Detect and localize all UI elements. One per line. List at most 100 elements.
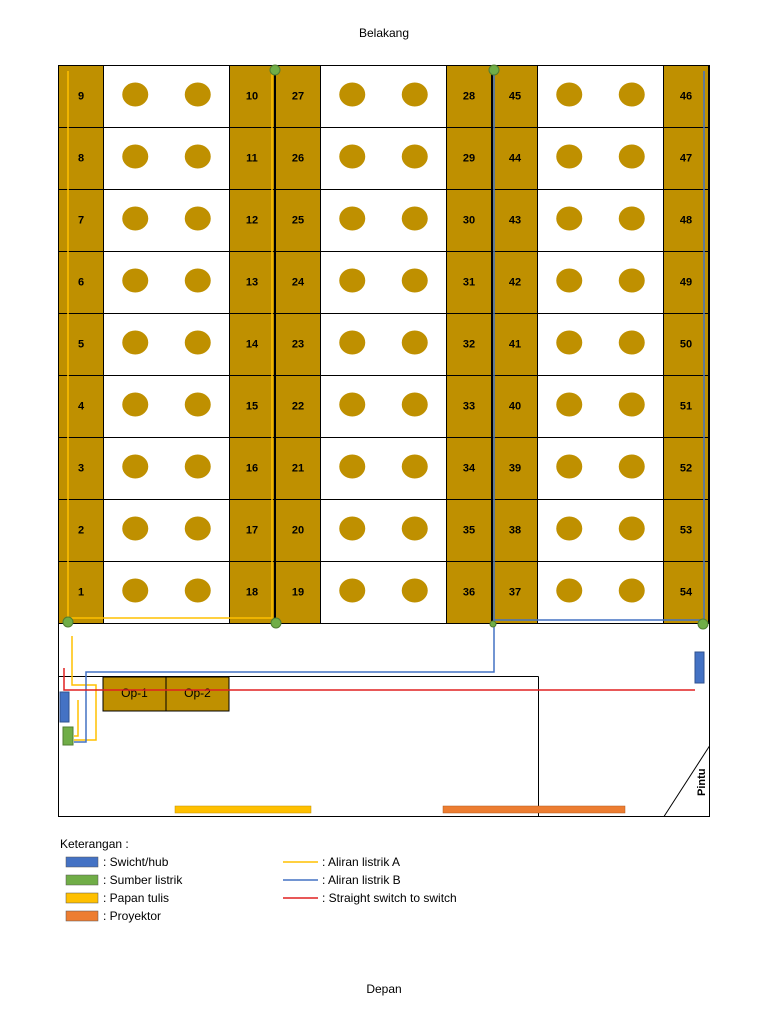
junction-point <box>489 620 497 628</box>
seat-column <box>275 65 321 624</box>
seat-number: 46 <box>680 91 692 103</box>
computer-unit <box>556 82 583 107</box>
computer-unit <box>339 206 366 231</box>
seat-number: 22 <box>292 401 304 413</box>
junction-point <box>488 64 500 76</box>
legend-label: : Papan tulis <box>103 891 169 905</box>
projector <box>442 805 626 814</box>
legend-label: : Straight switch to switch <box>322 891 457 905</box>
computer-unit <box>184 516 211 541</box>
legend-title: Keterangan : <box>60 837 129 851</box>
computer-unit <box>122 578 149 603</box>
seat-number: 35 <box>463 525 475 537</box>
computer-unit <box>401 206 428 231</box>
computer-unit <box>618 454 645 479</box>
front-label: Depan <box>366 982 401 996</box>
seat-number: 40 <box>509 401 521 413</box>
computer-unit <box>556 330 583 355</box>
computer-unit <box>618 206 645 231</box>
junction-points <box>62 64 709 630</box>
seat-number: 15 <box>246 401 258 413</box>
seat-number: 30 <box>463 215 475 227</box>
seat-number: 39 <box>509 463 521 475</box>
seat-number: 10 <box>246 91 258 103</box>
computer-unit <box>122 82 149 107</box>
legend-swatch <box>65 910 99 922</box>
seat-number: 31 <box>463 277 475 289</box>
seat-number: 32 <box>463 339 475 351</box>
seat-number: 14 <box>246 339 259 351</box>
seat-column <box>229 65 275 624</box>
seat-number: 28 <box>463 91 475 103</box>
seat-number: 23 <box>292 339 304 351</box>
seat-number: 11 <box>246 153 258 165</box>
switch-to-switch-line <box>63 668 695 691</box>
seat-number: 12 <box>246 215 258 227</box>
computer-unit <box>556 268 583 293</box>
seat-number: 48 <box>680 215 692 227</box>
power-line-a-feed-outer <box>71 636 97 741</box>
seat-number: 5 <box>78 339 84 351</box>
operator-station-2-label: Op-2 <box>184 686 211 700</box>
seat-number: 34 <box>463 463 476 475</box>
computer-unit <box>339 268 366 293</box>
seat-number: 38 <box>509 525 521 537</box>
computer-unit <box>122 392 149 417</box>
seat-number: 24 <box>292 277 305 289</box>
computer-unit <box>184 392 211 417</box>
seat-number: 54 <box>680 587 693 599</box>
power-line-b-loop <box>493 71 705 621</box>
computer-unit <box>618 392 645 417</box>
seat-number: 13 <box>246 277 258 289</box>
computer-unit <box>618 578 645 603</box>
power-line-a <box>67 71 273 741</box>
seat-number: 29 <box>463 153 475 165</box>
computer-unit <box>401 516 428 541</box>
seat-number: 52 <box>680 463 692 475</box>
computer-unit <box>184 82 211 107</box>
seat-number: 4 <box>78 401 85 413</box>
operator-stations: Op-1 Op-2 <box>102 676 230 712</box>
computer-unit <box>339 516 366 541</box>
seat-number: 44 <box>509 153 522 165</box>
whiteboard <box>174 805 312 814</box>
computer-unit <box>401 392 428 417</box>
power-line-a-loop <box>67 71 273 619</box>
seat-number: 53 <box>680 525 692 537</box>
computer-unit <box>339 330 366 355</box>
computer-unit <box>184 330 211 355</box>
legend-swatch <box>65 874 99 886</box>
power-line-a-feed-inner <box>74 700 79 737</box>
legend-label: : Aliran listrik B <box>322 873 401 887</box>
power-line-b <box>74 71 705 743</box>
seat-number: 6 <box>78 277 84 289</box>
computer-unit <box>184 578 211 603</box>
seat-number: 17 <box>246 525 258 537</box>
tables <box>104 65 663 624</box>
operator-station-2 <box>165 676 230 712</box>
operator-station-1-label: Op-1 <box>121 686 148 700</box>
seat-number: 3 <box>78 463 84 475</box>
door-label: Pintu <box>696 769 708 797</box>
back-label: Belakang <box>359 26 409 40</box>
switch-left <box>59 691 70 723</box>
computer-unit <box>556 454 583 479</box>
seat-number: 41 <box>509 339 521 351</box>
seat-column <box>663 65 709 624</box>
seat-column <box>492 65 538 624</box>
seat-number: 16 <box>246 463 258 475</box>
computer-unit <box>339 144 366 169</box>
computer-unit <box>339 392 366 417</box>
computer-unit <box>618 516 645 541</box>
legend-label: : Proyektor <box>103 909 161 923</box>
seat-number: 21 <box>292 463 304 475</box>
seat-number: 36 <box>463 587 475 599</box>
seat-number: 1 <box>78 587 84 599</box>
seat-number: 49 <box>680 277 692 289</box>
power-source <box>62 726 74 746</box>
seat-number: 42 <box>509 277 521 289</box>
seat-columns: 9876543211011121314151617182726252423222… <box>58 65 709 624</box>
legend-label: : Sumber listrik <box>103 873 183 887</box>
junction-point <box>62 616 74 628</box>
